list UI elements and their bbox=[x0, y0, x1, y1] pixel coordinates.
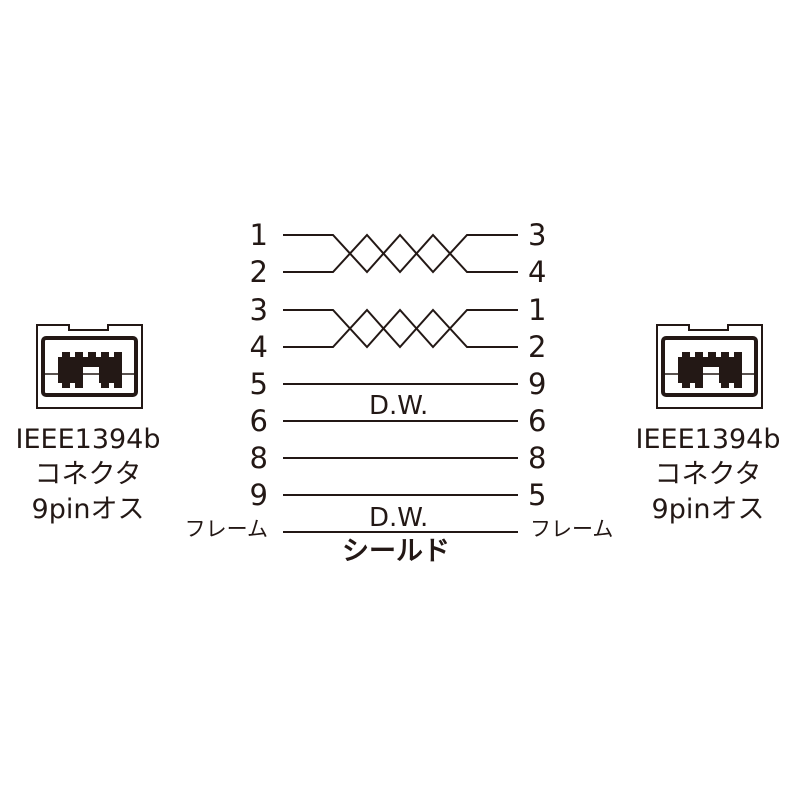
left-connector-label-line-1: IEEE1394b bbox=[15, 424, 161, 455]
left-connector-label-line-3: 9pinオス bbox=[31, 494, 145, 525]
left-pin-label: 3 bbox=[249, 293, 268, 327]
left-pin-label: 1 bbox=[249, 218, 268, 252]
right-connector-label-line-2: コネクタ bbox=[654, 459, 762, 490]
left-pin-label: 9 bbox=[249, 478, 268, 512]
left-frame-label: フレーム bbox=[184, 517, 268, 541]
wire-3-1 bbox=[283, 308, 518, 349]
left-connector-icon bbox=[36, 324, 143, 409]
right-connector-label-line-3: 9pinオス bbox=[651, 494, 765, 525]
left-pin-label: 6 bbox=[249, 404, 268, 438]
left-connector-label: IEEE1394b コネクタ 9pinオス bbox=[0, 422, 178, 527]
right-pin-label: 5 bbox=[528, 478, 547, 512]
left-connector-label-line-2: コネクタ bbox=[34, 459, 142, 490]
right-pin-label: 9 bbox=[528, 367, 547, 401]
left-pin-label: 8 bbox=[249, 441, 268, 475]
wire-4-2 bbox=[283, 308, 518, 349]
right-pin-label: 6 bbox=[528, 404, 547, 438]
right-pin-label: 2 bbox=[528, 330, 547, 364]
drain-wire-label: D.W. bbox=[369, 391, 429, 421]
right-connector-label: IEEE1394b コネクタ 9pinオス bbox=[618, 422, 798, 527]
shield-label: シールド bbox=[342, 536, 450, 567]
wire-2-4 bbox=[283, 233, 518, 274]
wire-1-3 bbox=[283, 233, 518, 274]
right-connector-icon bbox=[656, 324, 763, 409]
left-pin-label: 2 bbox=[249, 255, 268, 289]
right-pin-label: 3 bbox=[528, 218, 547, 252]
right-frame-label: フレーム bbox=[530, 517, 614, 541]
left-pin-label: 5 bbox=[249, 367, 268, 401]
right-pin-label: 1 bbox=[528, 293, 547, 327]
right-connector-label-line-1: IEEE1394b bbox=[635, 424, 781, 455]
right-pin-label: 4 bbox=[528, 255, 547, 289]
left-pin-label: 4 bbox=[249, 330, 268, 364]
drain-wire-label: D.W. bbox=[369, 503, 429, 533]
right-pin-label: 8 bbox=[528, 441, 547, 475]
